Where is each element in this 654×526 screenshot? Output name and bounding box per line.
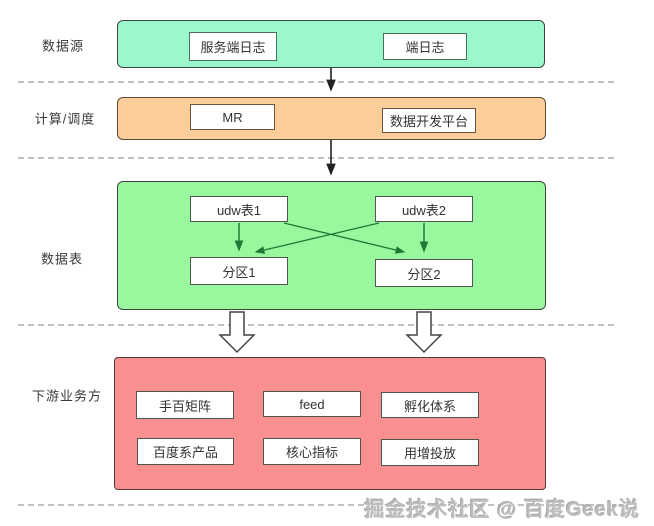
band-tables [117, 181, 546, 310]
node-user-growth-ads: 用增投放 [381, 439, 479, 466]
band-compute [117, 97, 546, 140]
band-label-tables: 数据表 [40, 251, 84, 267]
node-partition-1: 分区1 [190, 257, 288, 285]
node-shoubai-matrix: 手百矩阵 [136, 391, 234, 419]
node-feed: feed [263, 391, 361, 417]
down-arrow-right-icon [405, 311, 443, 354]
node-mr: MR [190, 104, 275, 130]
node-data-dev-platform: 数据开发平台 [382, 108, 476, 133]
node-udw-table-2: udw表2 [375, 196, 473, 222]
node-server-log: 服务端日志 [189, 32, 277, 61]
node-baidu-products: 百度系产品 [137, 438, 234, 465]
watermark-text: 掘金技术社区 @ 百度Geek说 [364, 499, 640, 521]
node-partition-2: 分区2 [375, 259, 473, 287]
down-arrow-left-icon [218, 311, 256, 354]
node-core-metrics: 核心指标 [263, 438, 361, 465]
node-client-log: 端日志 [383, 33, 467, 60]
node-udw-table-1: udw表1 [190, 196, 288, 222]
band-label-downstream: 下游业务方 [31, 388, 103, 404]
band-datasource [117, 20, 545, 68]
node-incubation-system: 孵化体系 [381, 392, 479, 418]
band-downstream [114, 357, 546, 490]
band-label-datasource: 数据源 [41, 38, 85, 54]
band-label-compute: 计算/调度 [34, 111, 96, 127]
